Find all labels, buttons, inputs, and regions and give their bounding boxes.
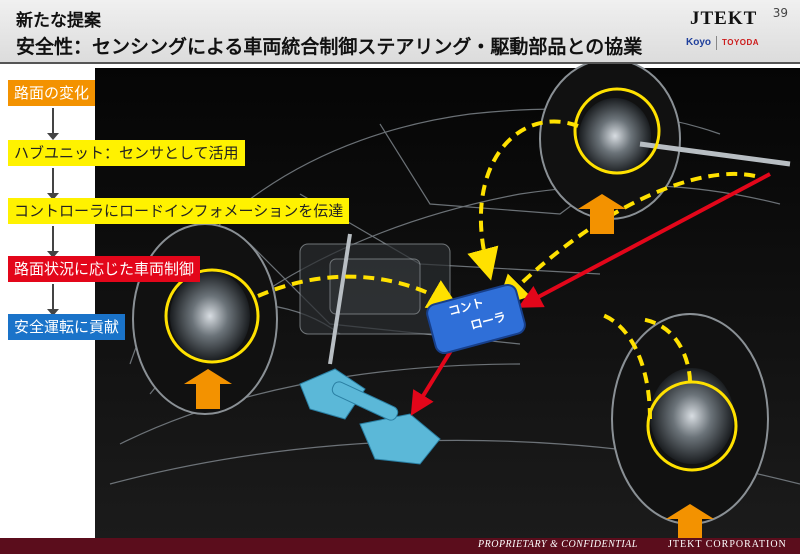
hub-sensor-ring-front — [164, 268, 260, 364]
logo-divider — [716, 36, 717, 50]
flow-step-transmit: コントローラにロードインフォメーションを伝達 — [8, 198, 350, 224]
up-arrow-rear-top — [578, 194, 626, 234]
corporation-name: JTEKT CORPORATION — [668, 539, 787, 550]
engine-block — [299, 243, 451, 335]
up-arrow-front — [184, 369, 232, 409]
wheel-rear-right — [611, 313, 769, 525]
footer-bar: PROPRIETARY & CONFIDENTIAL JTEKT CORPORA… — [0, 538, 800, 554]
flow-arrow-4 — [47, 284, 59, 316]
flow-step-vehicle-control: 路面状況に応じた車両制御 — [8, 256, 201, 282]
hub-sensor-ring-rear-top — [573, 87, 661, 175]
flow-step-road-change: 路面の変化 — [8, 80, 96, 106]
flow-arrow-1 — [47, 108, 59, 140]
confidential-notice: PROPRIETARY & CONFIDENTIAL — [478, 539, 638, 550]
up-arrow-rear-right — [666, 504, 714, 544]
jtekt-logo: JTEKT — [690, 8, 758, 29]
page-number: 39 — [772, 6, 788, 20]
flow-step-safe-driving: 安全運転に貢献 — [8, 314, 126, 340]
flow-arrow-2 — [47, 168, 59, 200]
steering-rack — [299, 233, 441, 465]
flow-step-hub-sensor: ハブユニット：センサとして活用 — [8, 140, 245, 166]
koyo-logo: Koyo — [686, 37, 711, 48]
car-illustration — [95, 58, 800, 544]
controller-box — [426, 283, 526, 355]
slide-title-line2: 安全性：センシングによる車両統合制御ステアリング・駆動部品との協業 — [16, 36, 643, 58]
toyoda-logo: TOYODA — [722, 38, 760, 47]
illustration-stage: コント ローラ — [0, 58, 800, 544]
road-input-arrows — [184, 194, 714, 544]
drive-shaft — [639, 141, 791, 167]
signal-arrows — [257, 119, 756, 420]
slide-title-line1: 新たな提案 — [16, 11, 101, 31]
flow-arrow-3 — [47, 226, 59, 258]
title-bar: 新たな提案 安全性：センシングによる車両統合制御ステアリング・駆動部品との協業 … — [0, 0, 800, 64]
